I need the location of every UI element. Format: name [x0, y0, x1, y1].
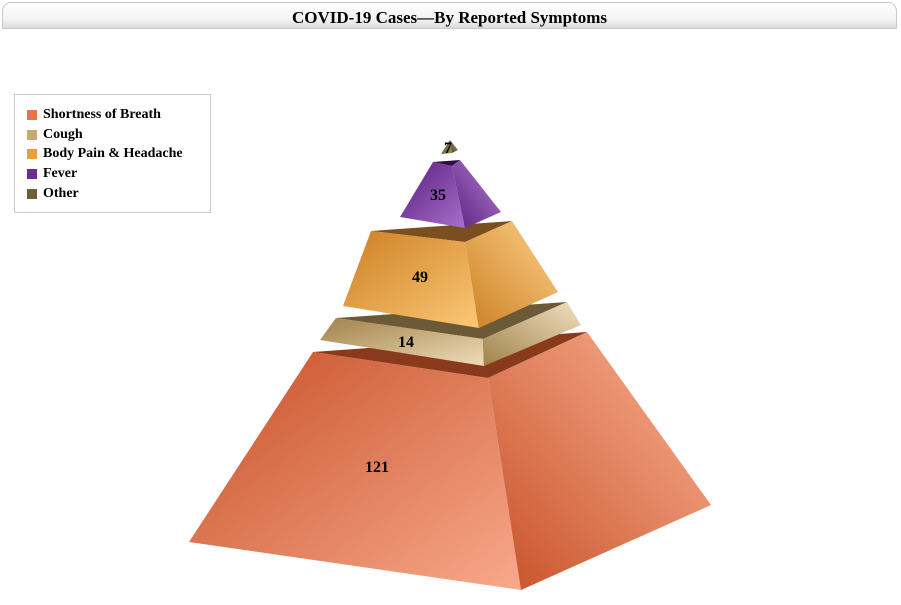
pyramid-segment-shortness-of-breath[interactable]: 121: [189, 332, 711, 590]
segment-right-face: [450, 140, 458, 153]
segment-right-face: [465, 221, 558, 328]
legend-item-fever[interactable]: Fever: [27, 164, 210, 184]
legend-swatch: [27, 129, 37, 140]
legend-swatch: [27, 149, 37, 160]
legend-label: Fever: [43, 165, 78, 181]
segment-left-face: [441, 140, 452, 154]
legend-item-shortness-of-breath[interactable]: Shortness of Breath: [27, 105, 210, 125]
legend-label: Cough: [43, 126, 83, 142]
segment-left-face: [320, 318, 484, 366]
segment-right-face: [483, 302, 581, 366]
segment-value-label: 49: [412, 269, 428, 286]
legend-swatch: [27, 188, 37, 199]
legend-swatch: [27, 168, 37, 179]
segment-top-face: [433, 160, 460, 166]
legend-label: Body Pain & Headache: [43, 146, 183, 162]
legend-label: Shortness of Breath: [43, 106, 161, 122]
pyramid-segment-body-pain-headache[interactable]: 49: [343, 221, 558, 328]
segment-value-label: 14: [398, 334, 414, 351]
legend-swatch: [27, 109, 37, 120]
segment-right-face: [488, 332, 711, 590]
segment-left-face: [400, 162, 465, 228]
legend-item-cough[interactable]: Cough: [27, 125, 210, 145]
chart-title-bar: COVID-19 Cases—By Reported Symptoms: [2, 2, 897, 29]
pyramid-segment-other[interactable]: 7: [441, 140, 458, 157]
segment-value-label: 35: [430, 187, 446, 204]
segment-value-label: 7: [444, 140, 452, 157]
pyramid-segment-fever[interactable]: 35: [400, 160, 501, 228]
segment-left-face: [343, 231, 479, 328]
segment-value-label: 121: [365, 459, 389, 476]
segment-left-face: [189, 352, 521, 590]
legend-label: Other: [43, 185, 79, 201]
legend-item-other[interactable]: Other: [27, 184, 210, 204]
chart-title: COVID-19 Cases—By Reported Symptoms: [292, 8, 607, 27]
segment-right-face: [452, 160, 501, 228]
legend-item-body-pain-headache[interactable]: Body Pain & Headache: [27, 144, 210, 164]
legend: Shortness of Breath Cough Body Pain & He…: [14, 94, 211, 213]
